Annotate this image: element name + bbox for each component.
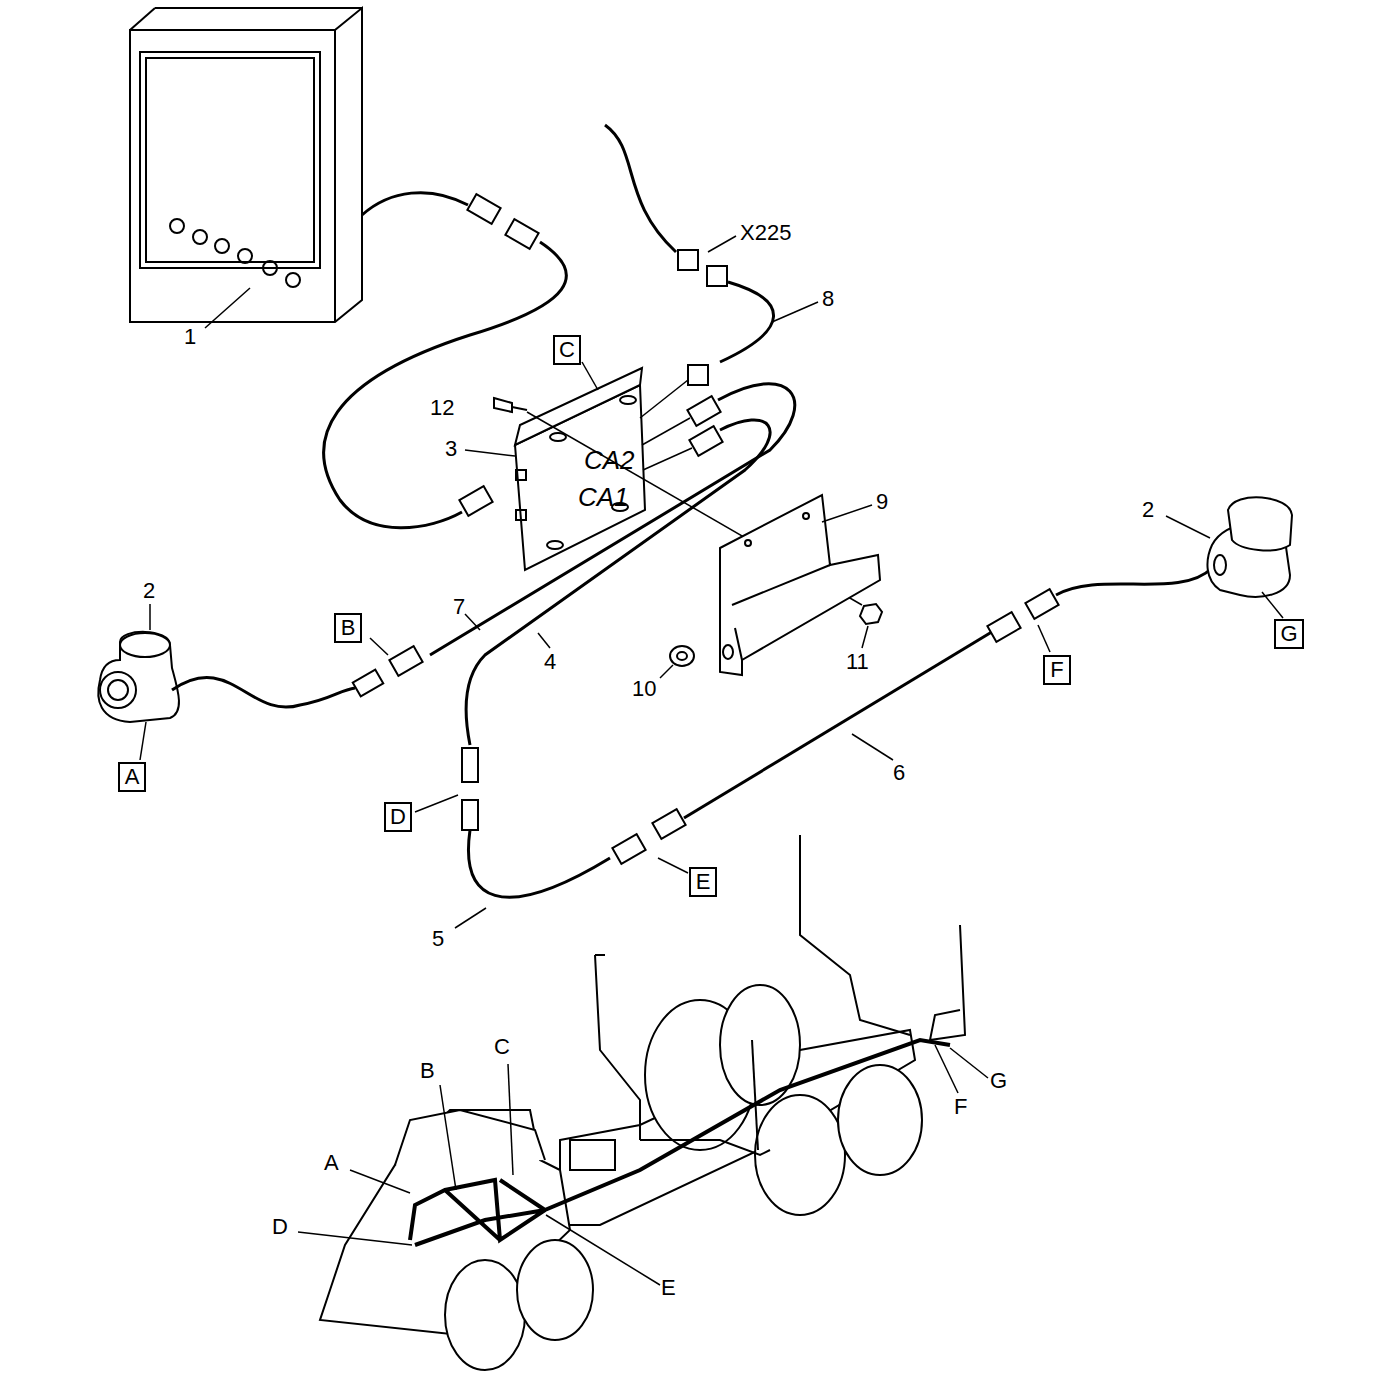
callout-letter: F (1050, 659, 1063, 681)
callout-number: 10 (632, 678, 656, 700)
callout-number: A (324, 1152, 339, 1174)
callout-box: A (118, 762, 146, 792)
callout-number: 4 (544, 651, 556, 673)
callout-letter: A (125, 766, 140, 788)
callout-number: CA2 (584, 447, 635, 473)
callout-box: D (384, 802, 412, 832)
callout-number: D (272, 1216, 288, 1238)
callout-number: 12 (430, 397, 454, 419)
callout-number: E (661, 1277, 676, 1299)
callout-box: E (689, 867, 717, 897)
callout-letter: G (1280, 623, 1297, 645)
callout-letter: E (696, 871, 711, 893)
callout-letter: B (341, 617, 356, 639)
callout-number: B (420, 1060, 435, 1082)
callout-number: 7 (453, 596, 465, 618)
callout-number: 3 (445, 438, 457, 460)
callout-number: 2 (1142, 499, 1154, 521)
callout-box: C (553, 335, 581, 365)
callout-number: C (494, 1036, 510, 1058)
callout-number: 9 (876, 491, 888, 513)
callout-number: 5 (432, 928, 444, 950)
callout-number: 1 (184, 326, 196, 348)
callout-box: G (1274, 619, 1304, 649)
callout-letter: D (390, 806, 406, 828)
callout-number: 8 (822, 288, 834, 310)
callout-number: 6 (893, 762, 905, 784)
callout-number: 11 (846, 651, 869, 673)
callout-number: F (954, 1096, 967, 1118)
callout-number: 2 (143, 580, 155, 602)
callout-box: B (334, 613, 362, 643)
callout-letter: C (559, 339, 575, 361)
callout-number: G (990, 1070, 1007, 1092)
callout-number: CA1 (578, 484, 629, 510)
callout-box: F (1043, 655, 1071, 685)
callout-number: X225 (740, 222, 791, 244)
